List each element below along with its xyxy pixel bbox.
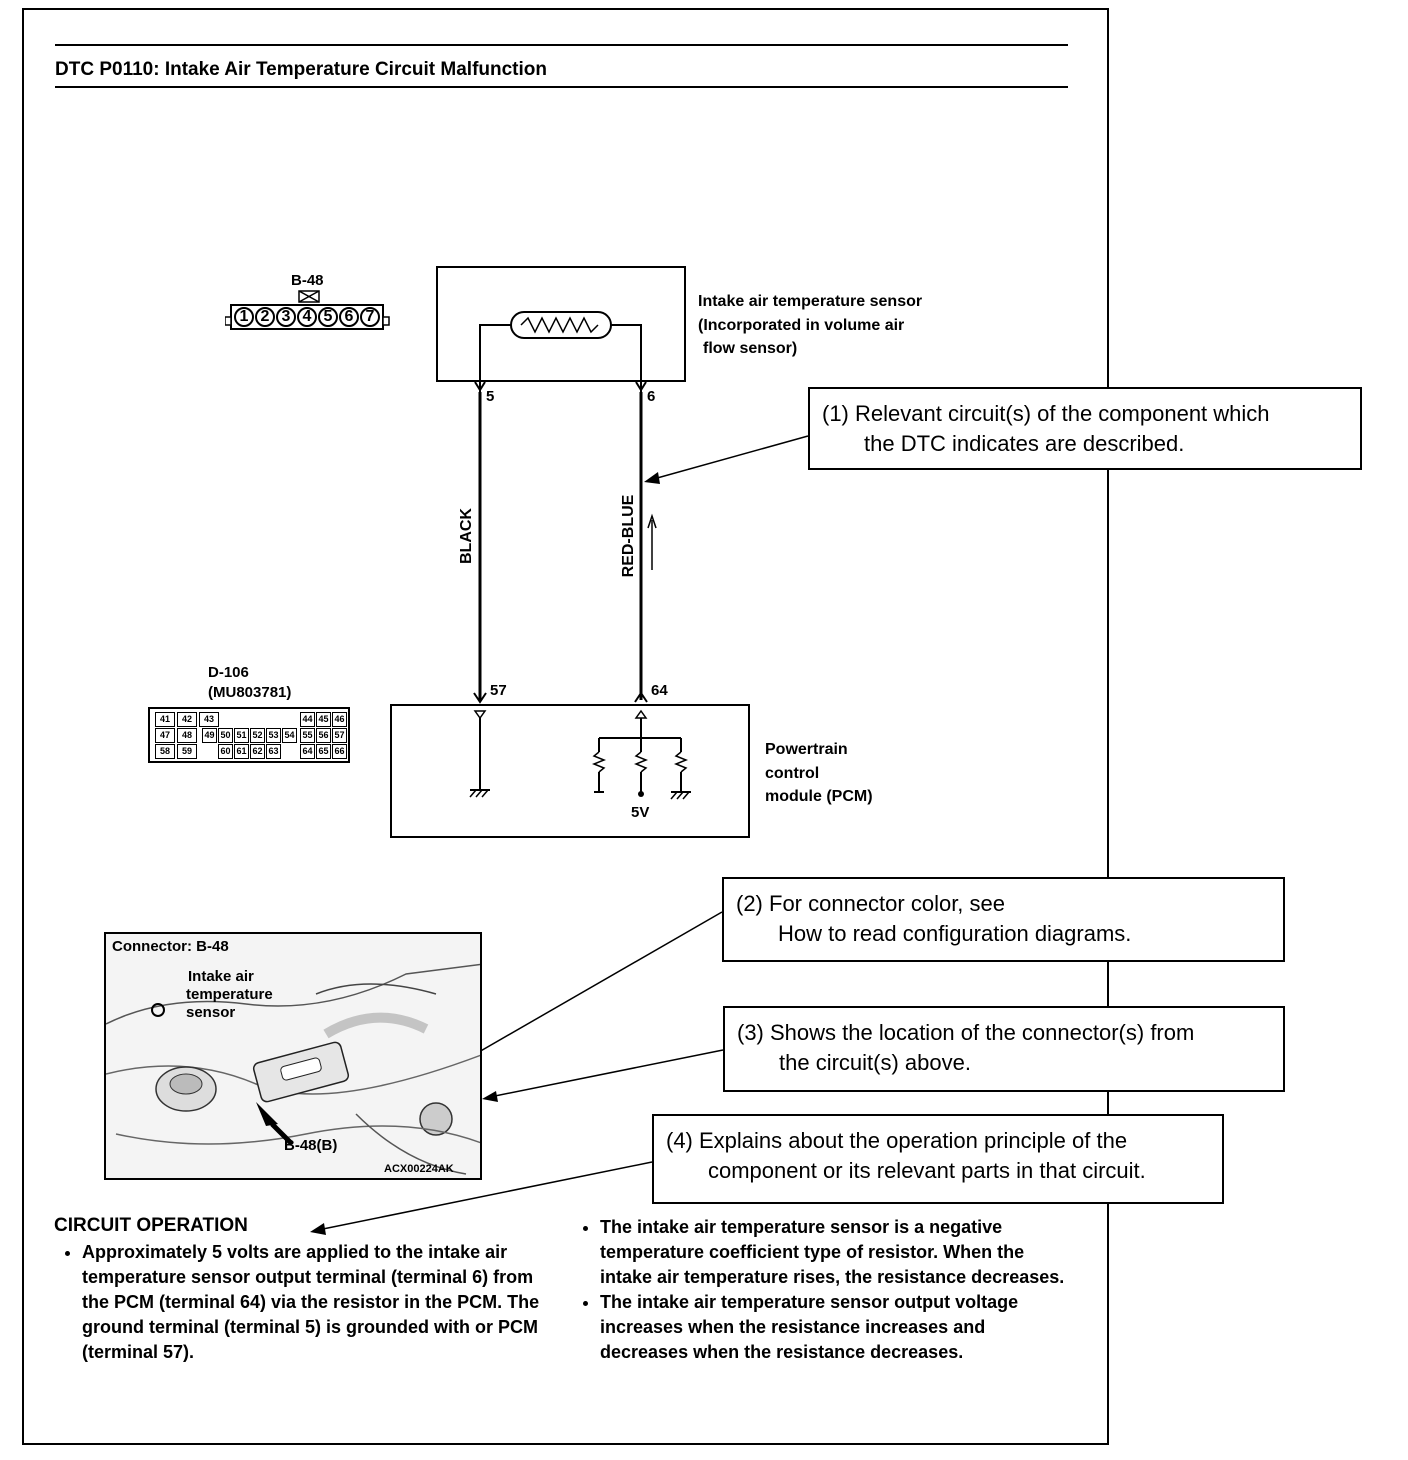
header-rule-bottom [55,86,1068,88]
sensor-pin-6: 6 [647,388,656,405]
d106-pin: 48 [177,728,197,743]
d106-pin: 47 [155,728,175,743]
callout-connector-location: (3) Shows the location of the connector(… [723,1006,1285,1092]
d106-pin: 49 [202,728,217,743]
d106-pin: 50 [218,728,233,743]
callout-line: (1) Relevant circuit(s) of the component… [822,401,1270,426]
d106-pin: 59 [177,744,197,759]
d106-pin: 44 [300,712,315,727]
d106-pin: 61 [234,744,249,759]
pcm-pin-57: 57 [490,682,507,699]
pcm-label-line1: Powertrain [765,741,848,758]
d106-pin: 43 [199,712,219,727]
d106-pin: 56 [316,728,331,743]
sensor-label-line1: Intake air temperature sensor [698,293,923,310]
d106-pin: 54 [282,728,297,743]
circuit-operation-title: CIRCUIT OPERATION [54,1215,248,1236]
callout-line: (3) Shows the location of the connector(… [737,1020,1195,1045]
pcm-label-line3: module (PCM) [765,788,873,805]
photo-sensor-label-line3: sensor [186,1004,236,1021]
b48-pin: 5 [318,307,338,327]
pcm-label-line2: control [765,765,820,782]
pcm-voltage-label: 5V [631,804,650,821]
d106-pin: 65 [316,744,331,759]
circuit-operation-right: The intake air temperature sensor is a n… [580,1215,1065,1365]
wire-color-red-blue: RED-BLUE [620,494,637,578]
wire-color-black: BLACK [458,508,475,564]
d106-pin: 46 [332,712,347,727]
d106-pin: 42 [177,712,197,727]
d106-connector-label: D-106 [208,664,249,681]
b48-connector-label: B-48 [291,272,324,289]
d106-pin: 45 [316,712,331,727]
circuit-operation-bullet: Approximately 5 volts are applied to the… [82,1240,552,1365]
d106-pin: 60 [218,744,233,759]
d106-pin: 53 [266,728,281,743]
d106-pin: 66 [332,744,347,759]
d106-connector: 41 42 43 44 45 46 47 48 49 50 51 52 53 5… [148,707,350,763]
sensor-label-line2: (Incorporated in volume air [698,317,905,334]
sensor-pin-5: 5 [486,388,495,405]
d106-part-number: (MU803781) [208,684,292,701]
circuit-operation-bullet: The intake air temperature sensor output… [600,1290,1065,1365]
callout-line: the DTC indicates are described. [864,431,1185,456]
pcm-pin-64: 64 [651,682,668,699]
page-frame [22,8,1109,1445]
d106-pin: 52 [250,728,265,743]
b48-pin: 2 [255,307,275,327]
sensor-label-line3: flow sensor) [703,340,798,357]
callout-line: component or its relevant parts in that … [708,1158,1146,1183]
photo-pointer-label: B-48(B) [284,1137,338,1154]
photo-connector-label: Connector: B-48 [112,938,229,955]
circuit-operation-left: Approximately 5 volts are applied to the… [62,1240,552,1365]
d106-pin: 64 [300,744,315,759]
callout-operation-principle: (4) Explains about the operation princip… [652,1114,1224,1204]
callout-line: (2) For connector color, see [736,891,1006,916]
b48-pin: 4 [297,307,317,327]
callout-line: How to read configuration diagrams. [778,921,1132,946]
header-rule-top [55,44,1068,46]
callout-relevant-circuit: (1) Relevant circuit(s) of the component… [808,387,1362,470]
engine-bay-illustration: Connector: B-48 Intake air temperature s… [104,932,482,1180]
callout-line: (4) Explains about the operation princip… [666,1128,1128,1153]
photo-code: ACX00224AK [384,1163,454,1175]
b48-pin: 7 [360,307,380,327]
connector-lock-icon [298,290,320,303]
b48-pin: 6 [339,307,359,327]
callout-line: the circuit(s) above. [779,1050,971,1075]
d106-pin: 63 [266,744,281,759]
engine-bay-drawing [106,963,480,1175]
d106-pin: 41 [155,712,175,727]
photo-sensor-label-line2: temperature [186,986,273,1003]
d106-pin: 51 [234,728,249,743]
d106-pin: 62 [250,744,265,759]
d106-pin: 57 [332,728,347,743]
b48-connector: 1 2 3 4 5 6 7 [225,303,393,331]
d106-pin: 58 [155,744,175,759]
d106-pin: 55 [300,728,315,743]
b48-pin: 3 [276,307,296,327]
circuit-operation-bullet: The intake air temperature sensor is a n… [600,1215,1065,1290]
photo-sensor-label-line1: Intake air [188,968,254,985]
callout-connector-color: (2) For connector color, see How to read… [722,877,1285,962]
b48-pin: 1 [234,307,254,327]
page-title: DTC P0110: Intake Air Temperature Circui… [55,59,547,80]
